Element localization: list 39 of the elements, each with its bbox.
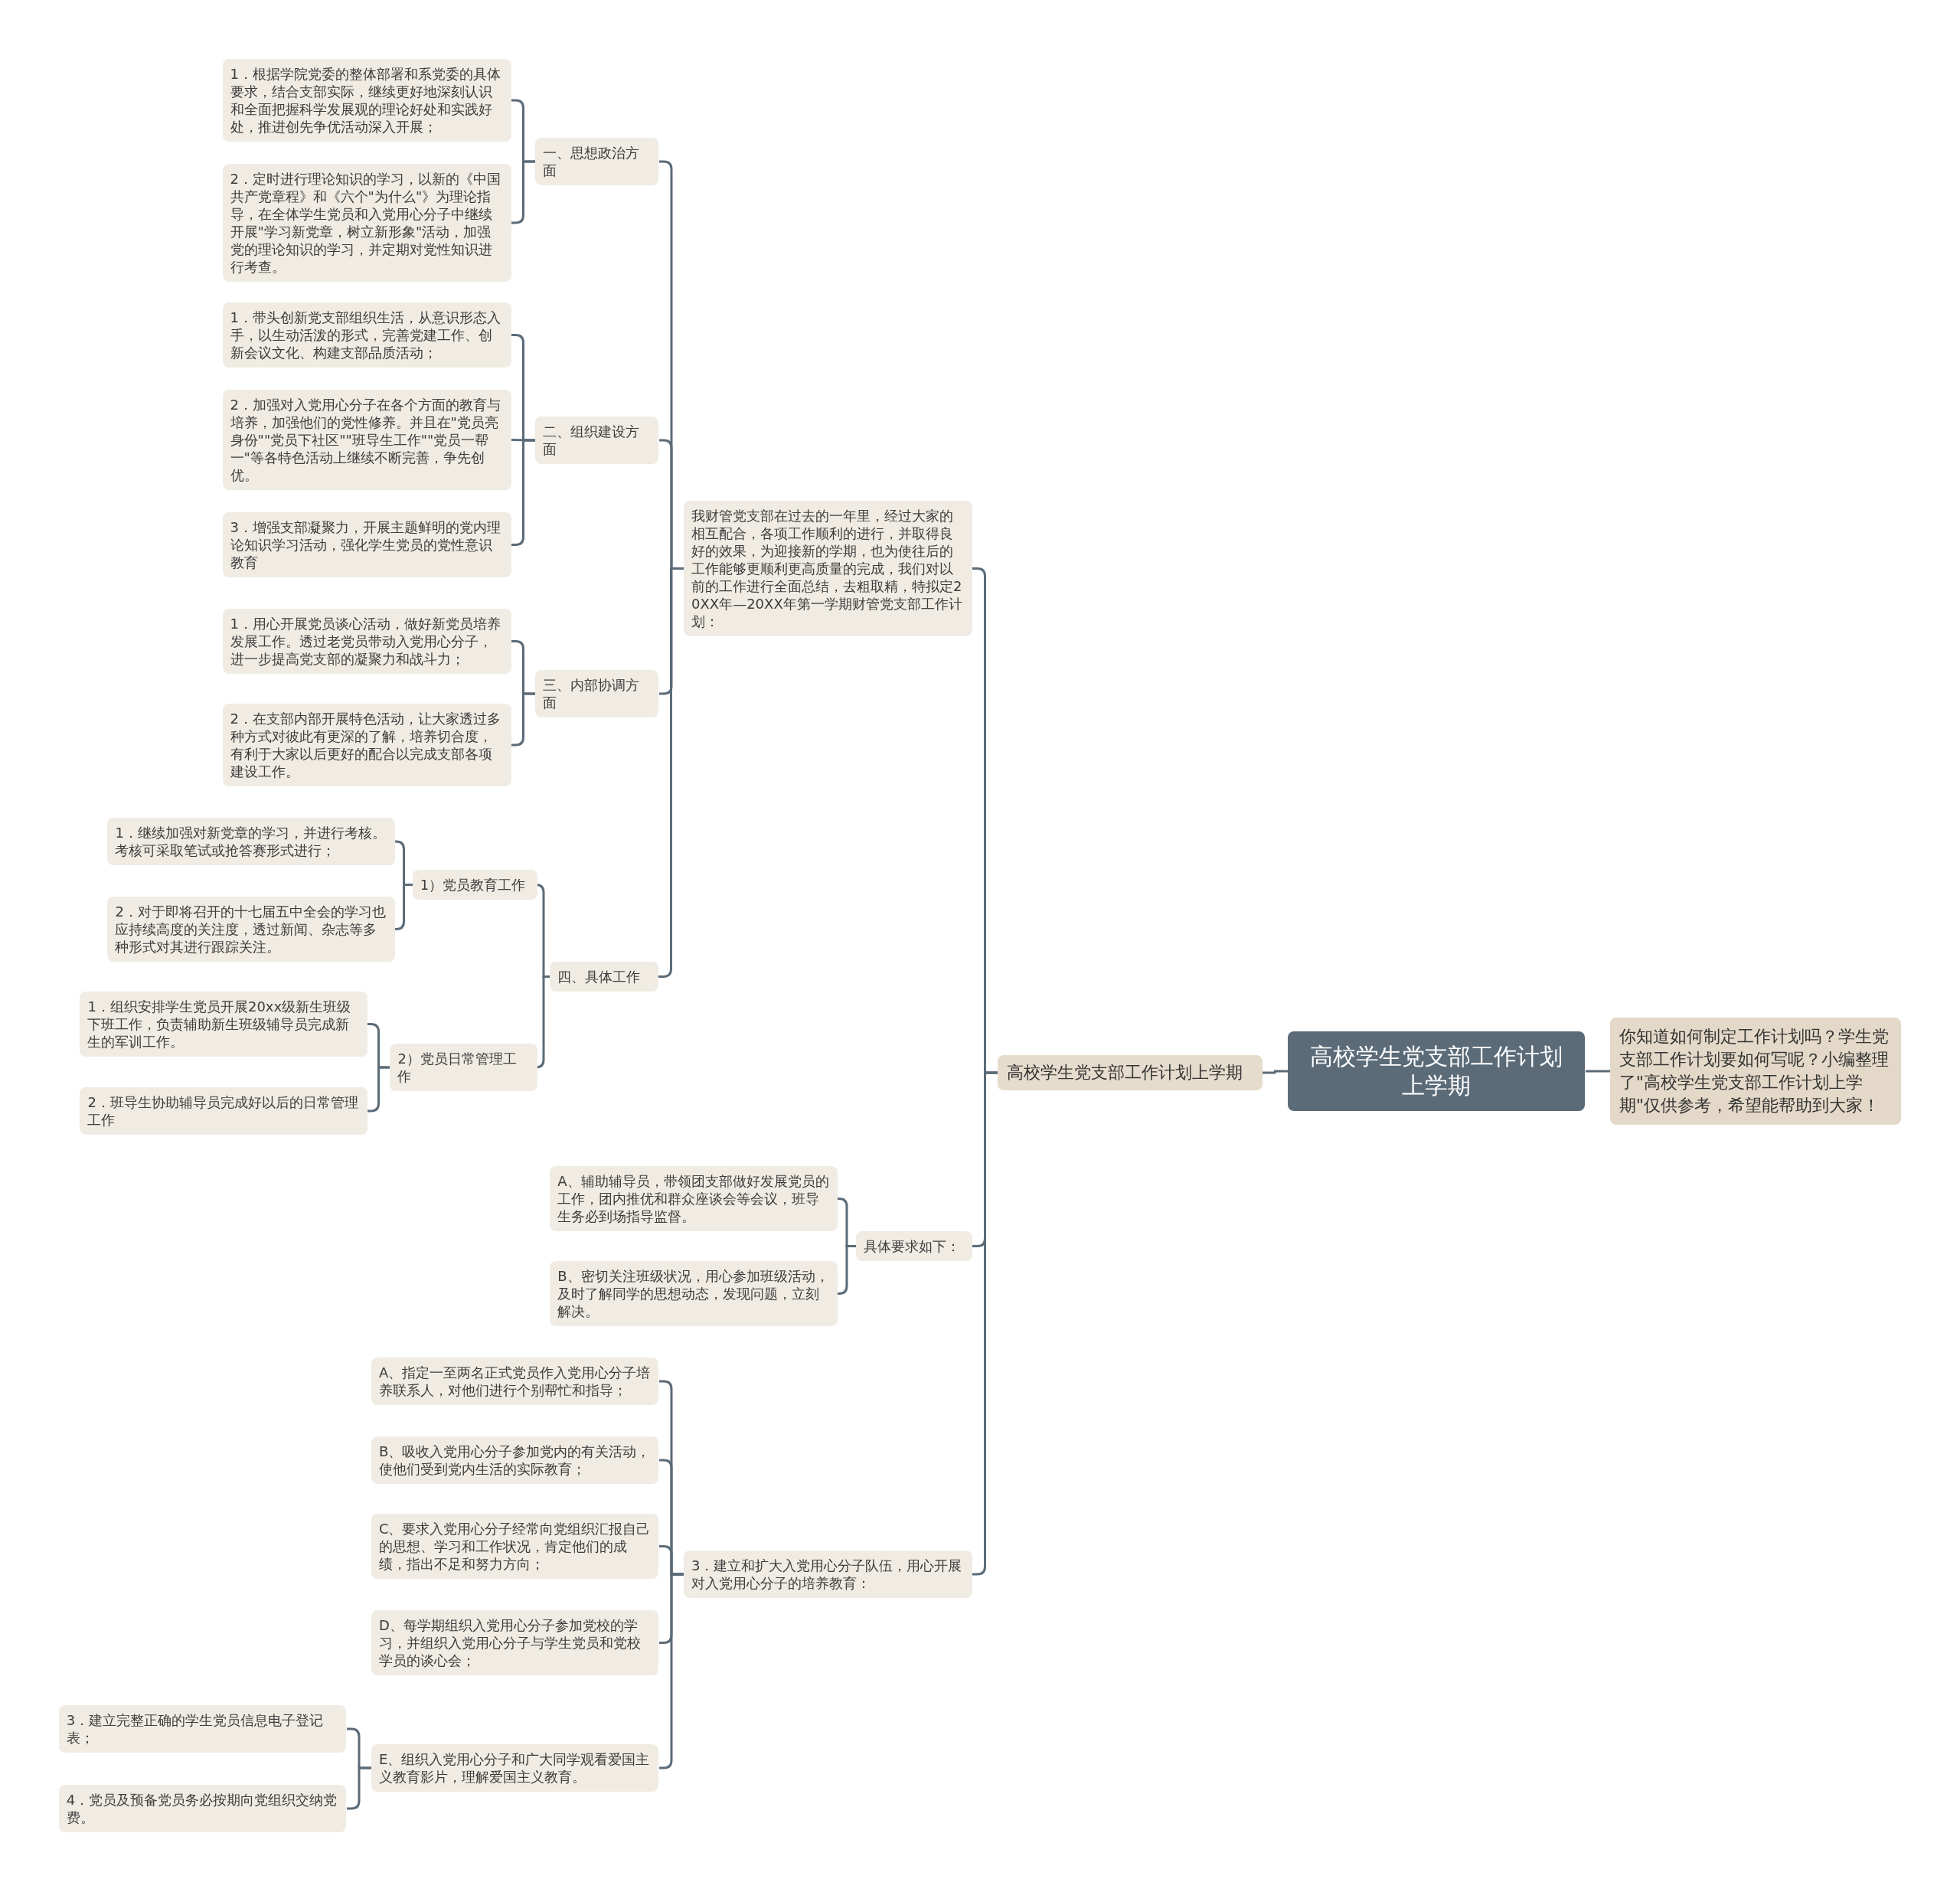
topic-box: 2）党员日常管理工作 bbox=[390, 1044, 537, 1092]
connector-line bbox=[659, 1573, 684, 1769]
branch-box: 高校学生党支部工作计划上学期 bbox=[997, 1054, 1263, 1090]
topic-box: 3．建立完整正确的学生党员信息电子登记表； bbox=[58, 1704, 347, 1753]
topic-box: 我财管党支部在过去的一年里，经过大家的相互配合，各项工作顺利的进行，并取得良好的效果，为迎接新的学期，也为使往后的工作能够更顺利更高质量的完成，我们对以前的工作进行全面总结，去粗取精，特拟定20XX年—20XX年第一学期财管党支部工作计划： bbox=[684, 501, 973, 637]
topic-box: D、每学期组织入党用心分子参加党校的学习，并组织入党用心分子与学生党员和党校学员的谈心会； bbox=[371, 1609, 659, 1675]
connector-line bbox=[1263, 1070, 1288, 1074]
topic-box: C、要求入党用心分子经常向党组织汇报自己的思想、学习和工作状况，肯定他们的成绩，指出不足和努力方向； bbox=[371, 1514, 659, 1580]
topic-box: E、组织入党用心分子和广大同学观看爱国主义教育影片，理解爱国主义教育。 bbox=[371, 1743, 659, 1792]
topic-box: 2．对于即将召开的十七届五中全会的学习也应持续高度的关注度，透过新闻、杂志等多种形式对其进行跟踪关注。 bbox=[107, 896, 395, 962]
connector-line bbox=[511, 439, 536, 442]
topic-box: A、辅助辅导员，带领团支部做好发展党员的工作，团内推优和群众座谈会等会议，班导生务必到场指导监督。 bbox=[550, 1166, 838, 1232]
topic-box: 1．组织安排学生党员开展20xx级新生班级下班工作，负责辅助新生班级辅导员完成新生的军训工作。 bbox=[80, 991, 368, 1057]
topic-box: 2．班导生协助辅导员完成好以后的日常管理工作 bbox=[80, 1087, 368, 1136]
connector-line bbox=[394, 884, 413, 930]
topic-box: 2．定时进行理论知识的学习，以新的《中国共产党章程》和《六个"为什么"》为理论指导，在全体学生党员和入党用心分子中继续开展"学习新党章，树立新形象"活动，加强党的理论知识的学习，并定期对党性知识进行考查。 bbox=[222, 163, 511, 282]
topic-box: B、密切关注班级状况，用心参加班级活动，及时了解同学的思想动态，发现问题，立刻解决。 bbox=[550, 1261, 838, 1327]
central-topic-box: 高校学生党支部工作计划上学期 bbox=[1287, 1031, 1586, 1112]
topic-box: 一、思想政治方面 bbox=[534, 137, 659, 185]
connector-line bbox=[1586, 1070, 1610, 1073]
topic-box: 具体要求如下： bbox=[856, 1231, 973, 1262]
topic-box: 3．增强支部凝聚力，开展主题鲜明的党内理论知识学习活动，强化学生党员的党性意识教育 bbox=[222, 512, 511, 578]
topic-box: 四、具体工作 bbox=[550, 961, 659, 992]
topic-box: 3．建立和扩大入党用心分子队伍，用心开展对入党用心分子的培养教育： bbox=[684, 1550, 973, 1598]
connector-line bbox=[837, 1245, 856, 1295]
topic-box: 1．带头创新党支部组织生活，从意识形态入手，以生动活泼的形式，完善党建工作、创新会议文化、构建支部品质活动； bbox=[222, 302, 511, 368]
topic-box: B、吸收入党用心分子参加党内的有关活动，使他们受到党内生活的实际教育； bbox=[371, 1436, 659, 1484]
note-box: 你知道如何制定工作计划吗？学生党支部工作计划要如何写呢？小编整理了"高校学生党支部工作计划上学期"仅供参考，希望能帮助到大家！ bbox=[1609, 1018, 1902, 1126]
topic-box: 三、内部协调方面 bbox=[534, 670, 659, 718]
topic-box: 2．加强对入党用心分子在各个方面的教育与培养，加强他们的党性修养。并且在"党员亮身份""党员下社区""班导生工作""党员一帮一"等各特色活动上继续不断完善，争先创优。 bbox=[222, 390, 511, 491]
topic-box: 1．继续加强对新党章的学习，并进行考核。考核可采取笔试或抢答赛形式进行； bbox=[107, 817, 395, 865]
connector-line bbox=[347, 1766, 371, 1810]
topic-box: 二、组织建设方面 bbox=[534, 416, 659, 464]
topic-box: 1．根据学院党委的整体部署和系党委的具体要求，结合支部实际，继续更好地深刻认识和全面把握科学发展观的理论好处和实践好处，推进创先争优活动深入开展； bbox=[222, 58, 511, 142]
topic-box: 1）党员教育工作 bbox=[412, 870, 537, 900]
topic-box: A、指定一至两名正式党员作入党用心分子培养联系人，对他们进行个别帮忙和指导； bbox=[371, 1358, 659, 1406]
topic-box: 1．用心开展党员谈心活动，做好新党员培养发展工作。透过老党员带动入党用心分子，进一步提高党支部的凝聚力和战斗力； bbox=[222, 609, 511, 675]
topic-box: 4．党员及预备党员务必按期向党组织交纳党费。 bbox=[58, 1785, 347, 1833]
topic-box: 2．在支部内部开展特色活动，让大家透过多种方式对彼此有更深的了解，培养切合度，有利于大家以后更好的配合以完成支部各项建设工作。 bbox=[222, 704, 511, 787]
